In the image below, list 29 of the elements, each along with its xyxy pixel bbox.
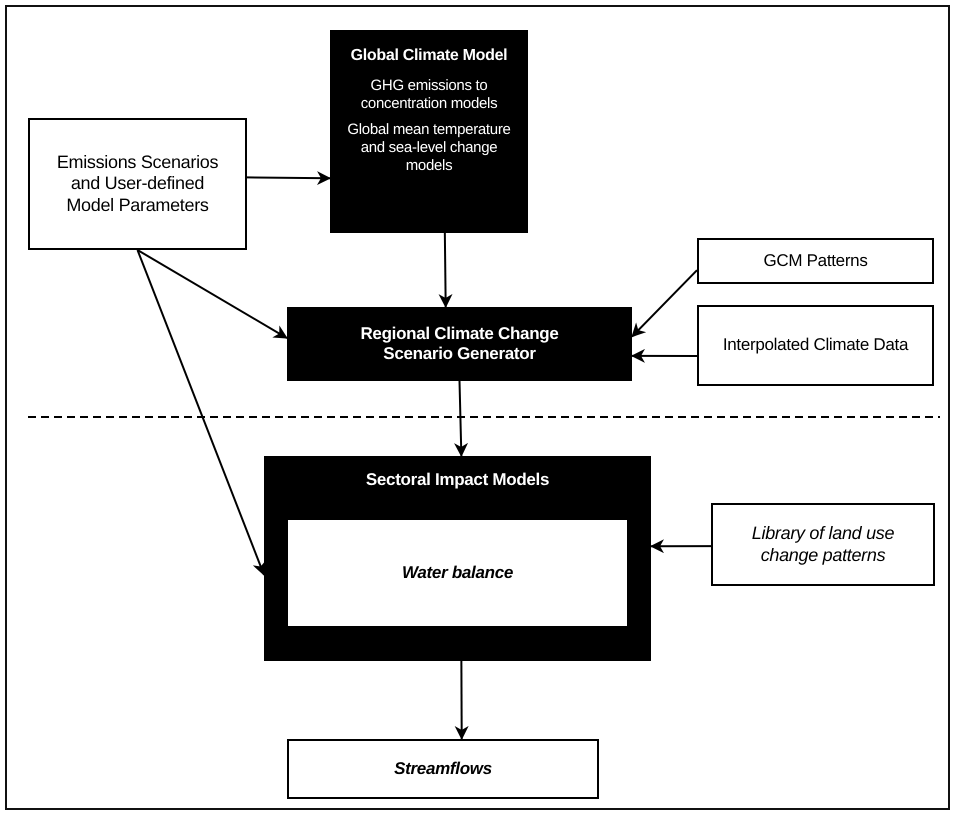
arrow [438,232,453,308]
arrow [246,171,331,186]
model-box [330,30,528,233]
input-box [697,238,934,284]
arrow [454,661,469,740]
arrow [650,539,711,554]
inner-box [286,518,629,628]
arrow [631,270,698,338]
box-title: GCM Patterns [763,250,868,272]
box-text: GHG emissions to concentration models [360,77,498,114]
box-title: Emissions Scenarios and User-defined Model Parameters [56,152,219,216]
input-box [28,118,247,250]
input-box [711,503,935,586]
box-text: Global mean temperature and sea-level change models [346,121,512,176]
output-box [287,739,599,799]
box-title: Library of land use change patterns [750,522,896,566]
box-title: Regional Climate Change Scenario Generator [359,324,560,364]
box-title: Water balance [402,562,514,584]
box-title: Global Climate Model [350,46,508,66]
arrow [136,250,266,576]
arrow [454,380,468,457]
model-box [264,456,651,661]
box-title: Interpolated Climate Data [722,335,908,356]
arrow [137,249,288,339]
box-title: Sectoral Impact Models [366,470,550,490]
input-box [697,305,934,386]
box-title: Streamflows [394,758,492,780]
arrow [631,348,697,363]
model-box [287,307,632,381]
